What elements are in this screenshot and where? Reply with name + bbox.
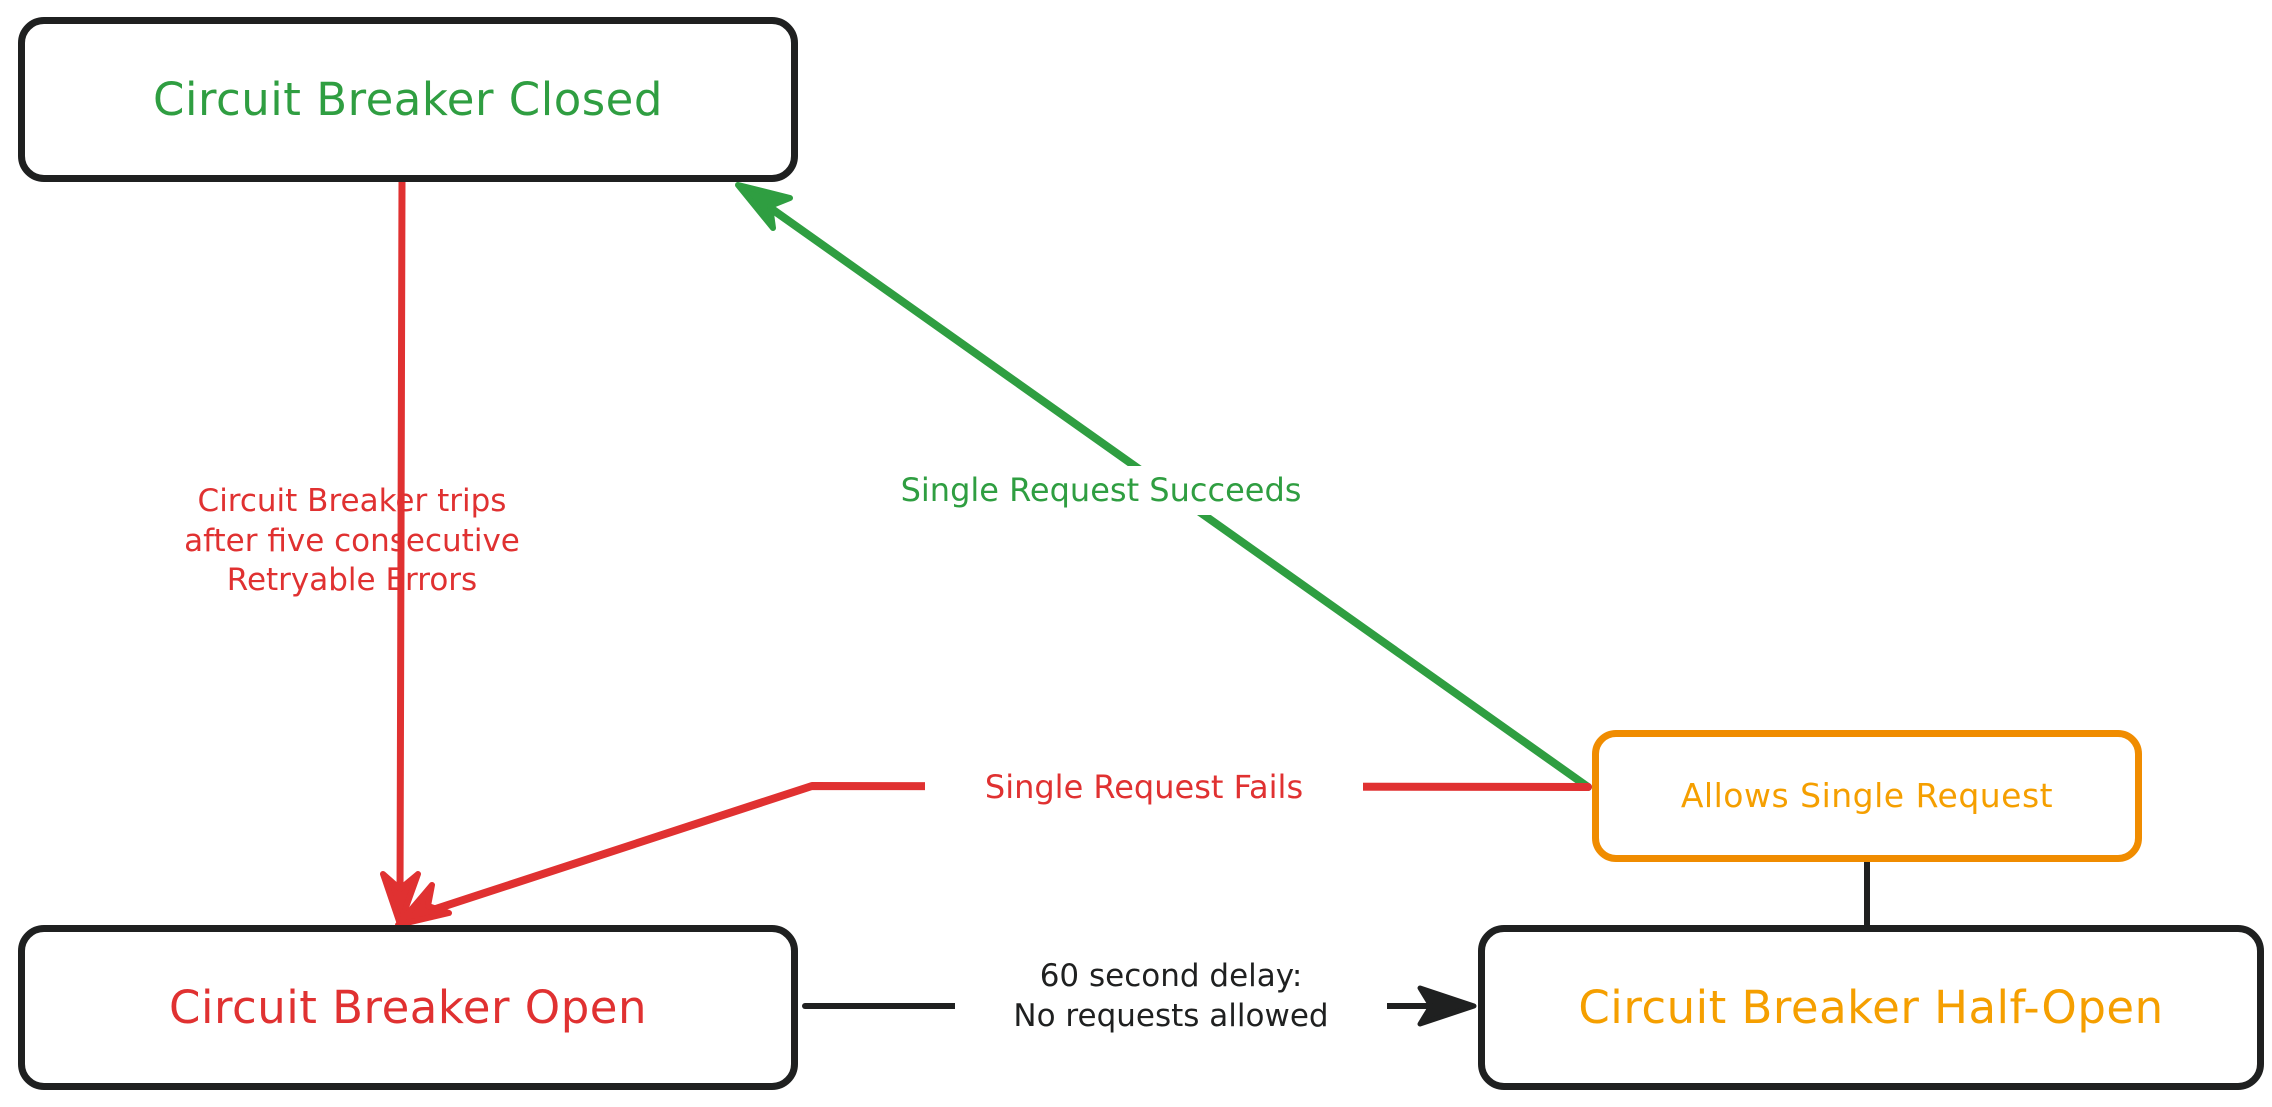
state-node-label: Allows Single Request	[1680, 776, 2054, 816]
state-node-label: Circuit Breaker Closed	[153, 72, 663, 126]
edge-label-circuit-breaker-trips: Circuit Breaker trips after five consecu…	[184, 483, 520, 599]
edge-label-60-second-delay: 60 second delay: No requests allowed	[955, 955, 1387, 1039]
state-node-circuit-breaker-open[interactable]: Circuit Breaker Open	[18, 925, 798, 1090]
state-node-label: Circuit Breaker Half-Open	[1578, 980, 2164, 1034]
edge-label-single-request-succeeds: Single Request Succeeds	[885, 466, 1317, 515]
state-node-circuit-breaker-closed[interactable]: Circuit Breaker Closed	[18, 17, 798, 182]
edge-label-single-request-fails: Single Request Fails	[925, 765, 1363, 810]
state-node-allows-single-request[interactable]: Allows Single Request	[1592, 730, 2142, 862]
state-node-label: Circuit Breaker Open	[169, 980, 647, 1034]
state-node-circuit-breaker-half-open[interactable]: Circuit Breaker Half-Open	[1478, 925, 2264, 1090]
